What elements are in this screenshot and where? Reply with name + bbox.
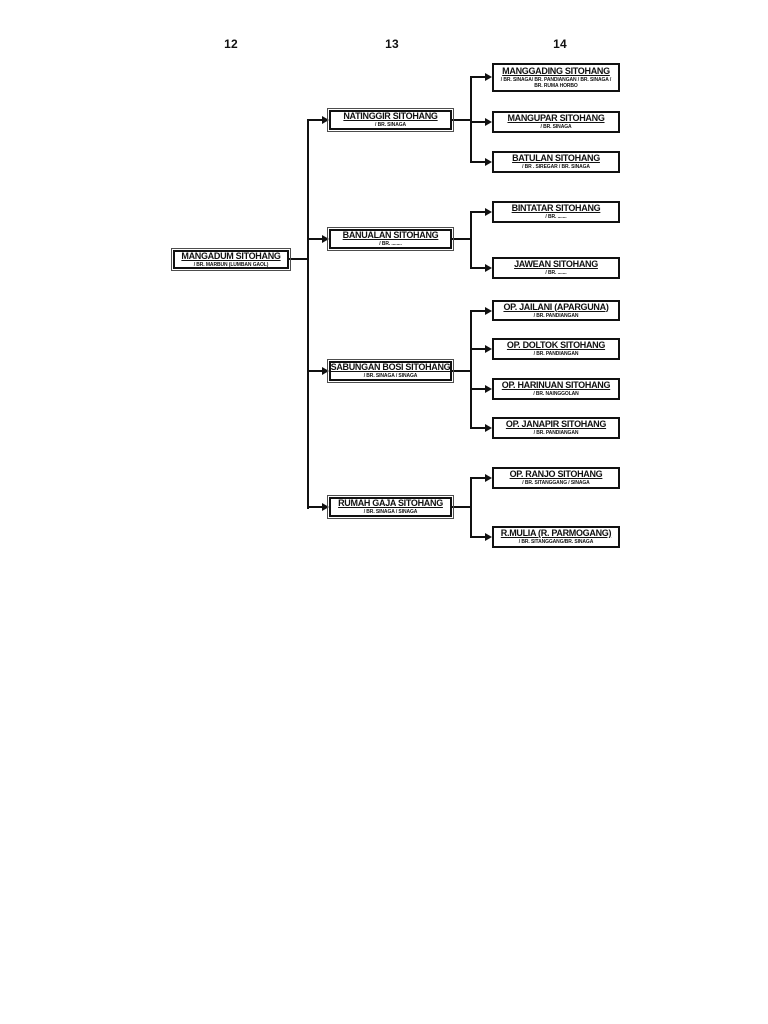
connector-stub-bintatar [470, 211, 486, 213]
connector-root-out [289, 258, 308, 260]
arrow-head-manggading [485, 73, 492, 81]
person-name: NATINGGIR SITOHANG [343, 111, 438, 121]
tree-node-natinggir: NATINGGIR SITOHANG / BR. SINAGA [327, 108, 454, 132]
generation-label-13: 13 [385, 37, 399, 51]
person-spouse: / BR . SIREGAR / BR. SINAGA [522, 164, 590, 170]
person-spouse: / BR. SINAGA [374, 122, 407, 128]
tree-node-mangupar: MANGUPAR SITOHANG / BR. SINAGA [492, 111, 620, 133]
person-name: SABUNGAN BOSI SITOHANG [330, 362, 451, 372]
person-spouse: / BR. SINAGA / SINAGA [363, 509, 418, 515]
arrow-head-ranjo [485, 474, 492, 482]
tree-node-jailani: OP. JAILANI (APARGUNA) / BR. PANDIANGAN [492, 300, 620, 321]
generation-label-12: 12 [224, 37, 238, 51]
person-spouse: / BR. ....... [545, 270, 567, 276]
person-name: OP. DOLTOK SITOHANG [506, 340, 606, 350]
person-name: BINTATAR SITOHANG [511, 203, 601, 213]
person-name: MANGUPAR SITOHANG [507, 113, 605, 123]
person-name: OP. JANAPIR SITOHANG [505, 419, 607, 429]
person-spouse: / BR. SINAGA / SINAGA [363, 373, 418, 379]
tree-node-manggading: MANGGADING SITOHANG / BR. SINAGA/ BR. PA… [492, 63, 620, 92]
person-name: MANGADUM SITOHANG [181, 250, 281, 261]
connector-stub-batulan [470, 161, 486, 163]
person-name: JAWEAN SITOHANG [514, 259, 598, 269]
connector-sabungan-rail [470, 310, 472, 429]
connector-stub-janapir [470, 427, 486, 429]
connector-stub-manggading [470, 76, 486, 78]
arrow-head-doltok [485, 345, 492, 353]
connector-banualan-rail [470, 211, 472, 269]
person-spouse: / BR. SINAGA/ BR. PANDIANGAN / BR. SINAG… [500, 76, 612, 83]
person-name: RUMAH GAJA SITOHANG [338, 498, 443, 508]
person-name: BANUALAN SITOHANG [342, 230, 439, 240]
arrow-head-rumah-gaja [322, 503, 329, 511]
arrow-head-sabungan-bosi [322, 367, 329, 375]
tree-node-rumah-gaja: RUMAH GAJA SITOHANG / BR. SINAGA / SINAG… [327, 495, 454, 519]
generation-label-14: 14 [553, 37, 567, 51]
connector-natinggir-rail [470, 76, 472, 163]
arrow-head-bintatar [485, 208, 492, 216]
arrow-head-harinuan [485, 385, 492, 393]
tree-node-banualan: BANUALAN SITOHANG / BR. ........ [327, 227, 454, 251]
arrow-head-batulan [485, 158, 492, 166]
arrow-head-banualan [322, 235, 329, 243]
person-spouse: / BR. SITANGGANG/BR. SINAGA [518, 539, 594, 545]
connector-stub-jawean [470, 267, 486, 269]
person-spouse: / BR. PANDIANGAN [533, 312, 579, 319]
tree-node-sabungan-bosi: SABUNGAN BOSI SITOHANG / BR. SINAGA / SI… [327, 359, 454, 383]
arrow-head-jawean [485, 264, 492, 272]
arrow-head-jailani [485, 307, 492, 315]
person-spouse-line2: BR. RUMA HORBO [534, 82, 578, 89]
arrow-head-mangupar [485, 118, 492, 126]
tree-node-harinuan: OP. HARINUAN SITOHANG / BR. NAINGGOLAN [492, 378, 620, 400]
connector-sabungan-out [452, 370, 472, 372]
connector-stub-doltok [470, 348, 486, 350]
tree-node-bintatar: BINTATAR SITOHANG / BR. ....... [492, 201, 620, 223]
person-name: MANGGADING SITOHANG [502, 65, 610, 76]
person-spouse: / BR. SINAGA [540, 124, 572, 130]
connector-stub-sabungan-bosi [307, 370, 323, 372]
connector-stub-rumah-gaja [307, 506, 323, 508]
person-name: OP. JAILANI (APARGUNA) [503, 301, 609, 312]
tree-node-r-mulia: R.MULIA (R. PARMOGANG) / BR. SITANGGANG/… [492, 526, 620, 548]
connector-root-trunk [307, 119, 309, 509]
connector-stub-r-mulia [470, 536, 486, 538]
connector-rumah-gaja-rail [470, 477, 472, 538]
person-spouse: / BR. ........ [379, 241, 402, 247]
connector-stub-jailani [470, 310, 486, 312]
arrow-head-janapir [485, 424, 492, 432]
connector-stub-ranjo [470, 477, 486, 479]
tree-node-mangadum: MANGADUM SITOHANG / BR. MARBUN (LUMBAN G… [171, 248, 291, 271]
tree-node-doltok: OP. DOLTOK SITOHANG / BR. PANDIANGAN [492, 338, 620, 360]
person-spouse: / BR. NAINGGOLAN [533, 391, 579, 397]
connector-stub-harinuan [470, 388, 486, 390]
tree-node-janapir: OP. JANAPIR SITOHANG / BR. PANDIANGAN [492, 417, 620, 439]
person-name: R.MULIA (R. PARMOGANG) [500, 528, 612, 538]
person-spouse: / BR. PANDIANGAN [533, 351, 579, 357]
tree-node-batulan: BATULAN SITOHANG / BR . SIREGAR / BR. SI… [492, 151, 620, 173]
person-spouse: / BR. ....... [545, 214, 567, 220]
arrow-head-r-mulia [485, 533, 492, 541]
connector-stub-banualan [307, 238, 323, 240]
arrow-head-natinggir [322, 116, 329, 124]
connector-stub-natinggir [307, 119, 323, 121]
person-spouse: / BR. PANDIANGAN [533, 430, 579, 436]
connector-stub-mangupar [470, 121, 486, 123]
connector-rumah-gaja-out [452, 506, 472, 508]
person-name: OP. RANJO SITOHANG [509, 469, 603, 479]
person-name: BATULAN SITOHANG [512, 153, 600, 163]
tree-node-jawean: JAWEAN SITOHANG / BR. ....... [492, 257, 620, 279]
tree-node-ranjo: OP. RANJO SITOHANG / BR. SITANGGANG / SI… [492, 467, 620, 489]
person-spouse: / BR. SITANGGANG / SINAGA [522, 480, 590, 486]
person-spouse: / BR. MARBUN (LUMBAN GAOL) [193, 261, 269, 268]
connector-natinggir-out [452, 119, 472, 121]
person-name: OP. HARINUAN SITOHANG [501, 380, 611, 390]
connector-banualan-out [452, 238, 472, 240]
